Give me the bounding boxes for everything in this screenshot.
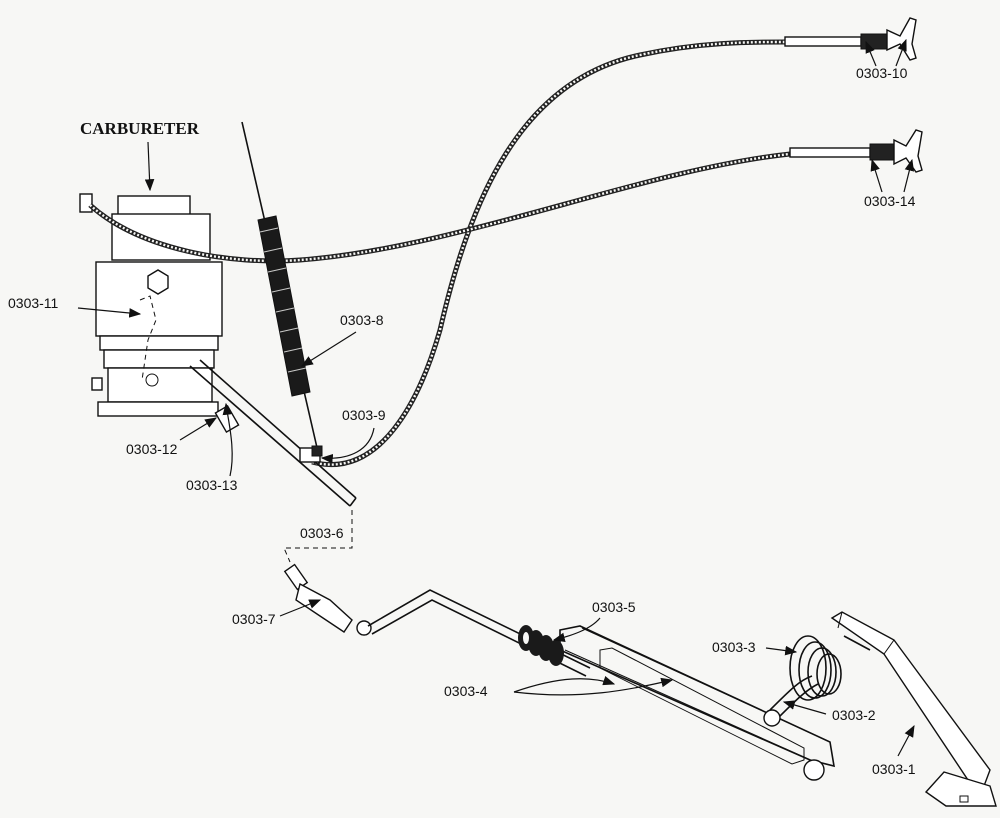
label-0303-1: 0303-1 xyxy=(872,761,916,777)
label-0303-13: 0303-13 xyxy=(186,477,238,493)
accelerator-pedal xyxy=(830,611,997,807)
label-0303-11: 0303-11 xyxy=(8,295,59,311)
shaft-spring xyxy=(518,625,564,666)
label-0303-2: 0303-2 xyxy=(832,707,876,723)
rubber-boot xyxy=(763,635,842,727)
label-0303-6: 0303-6 xyxy=(300,525,344,541)
choke-cable xyxy=(311,17,917,467)
hex-nut-icon xyxy=(147,269,169,295)
label-0303-12: 0303-12 xyxy=(126,441,178,457)
return-spring xyxy=(241,121,319,453)
label-0303-14: 0303-14 xyxy=(864,193,916,209)
label-0303-8: 0303-8 xyxy=(340,312,384,328)
linkage-bracket xyxy=(367,589,835,781)
throttle-cable xyxy=(88,129,923,264)
label-0303-3: 0303-3 xyxy=(712,639,756,655)
carbureter-title: CARBURETER xyxy=(80,119,200,138)
label-0303-9: 0303-9 xyxy=(342,407,386,423)
throttle-rod xyxy=(189,359,357,563)
label-0303-4: 0303-4 xyxy=(444,683,488,699)
carburetor xyxy=(79,193,223,417)
label-0303-5: 0303-5 xyxy=(592,599,636,615)
label-0303-7: 0303-7 xyxy=(232,611,276,627)
label-0303-10: 0303-10 xyxy=(856,65,908,81)
clevis xyxy=(283,563,372,636)
